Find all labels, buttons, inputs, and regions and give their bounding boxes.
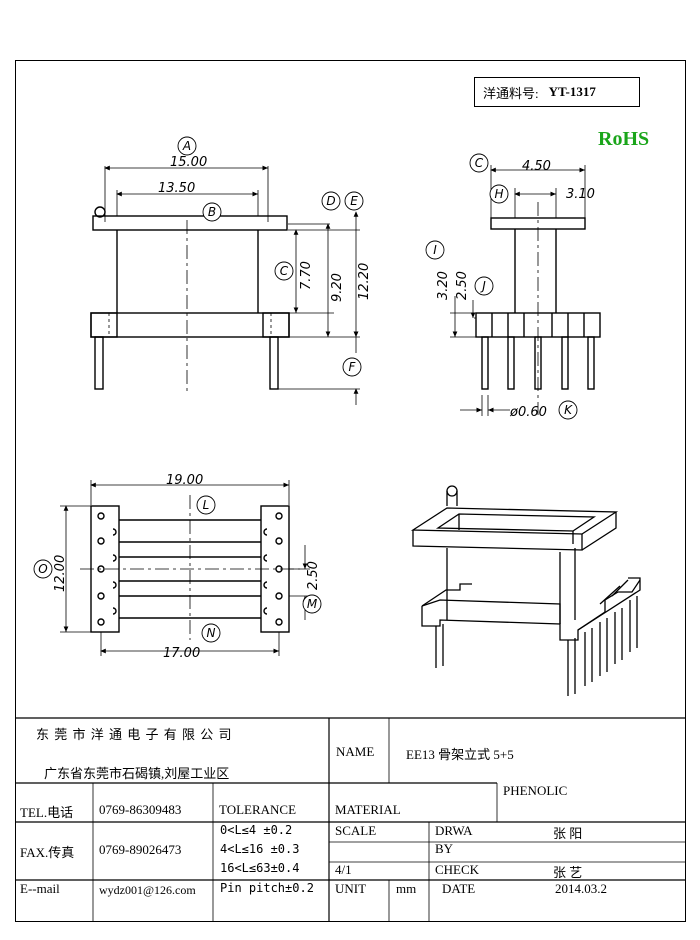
- bubble-e-letter: E: [350, 194, 358, 208]
- dim-l-text: 19.00: [166, 473, 203, 488]
- unit-value: mm: [396, 881, 417, 896]
- scale-value: 4/1: [335, 862, 352, 877]
- dim-m-text: 2.50: [306, 561, 321, 590]
- drawing-frame: [15, 60, 686, 922]
- rohs-mark: RoHS: [598, 128, 650, 150]
- side-view-labels: 4.50 3.10 3.20 2.50 ø0.60: [436, 159, 595, 420]
- fax-label: FAX.传真: [20, 845, 75, 860]
- bubble-o: [33, 559, 53, 579]
- bubble-h: [489, 184, 509, 204]
- drawn-by-value: 张 阳: [553, 826, 583, 841]
- dim-k-text: ø0.60: [509, 405, 547, 420]
- dim-b-text: 13.50: [158, 181, 195, 196]
- dim-i-text: 3.20: [436, 271, 451, 300]
- material-value: PHENOLIC: [503, 783, 568, 798]
- tolerance-row-1: 0<L≤4 ±0.2: [220, 823, 293, 837]
- dim-c-text: 7.70: [299, 261, 314, 290]
- bubble-f-letter: F: [349, 360, 357, 374]
- bubble-n: [201, 623, 221, 643]
- bubble-l-letter: L: [203, 498, 210, 512]
- bubble-a: [177, 136, 197, 156]
- check-label: CHECK: [435, 862, 480, 877]
- dim-a-text: 15.00: [170, 155, 207, 170]
- front-view-labels: 15.00 13.50 7.70 9.20 12.20: [158, 155, 372, 302]
- scale-label: SCALE: [335, 823, 377, 838]
- bubble-m: [302, 594, 322, 614]
- dimension-bubbles: [33, 136, 578, 643]
- dim-c-width-text: 4.50: [522, 159, 551, 174]
- bottom-view-labels: 19.00 12.00 2.50 17.00: [53, 473, 321, 661]
- bubble-b: [202, 202, 222, 222]
- name-value: EE13 骨架立式 5+5: [406, 747, 514, 762]
- name-label: NAME: [336, 744, 375, 759]
- bubble-c2-letter: C: [475, 156, 484, 170]
- bubble-c-letter: C: [280, 264, 289, 278]
- material-label: MATERIAL: [335, 802, 401, 817]
- tolerance-row-3: 16<L≤63±0.4: [220, 861, 300, 875]
- bubble-b-letter: B: [208, 205, 216, 219]
- part-number-box: 洋通料号: YT-1317: [474, 77, 640, 107]
- bubble-d-letter: D: [326, 194, 335, 208]
- bubble-i: [425, 240, 445, 260]
- company-name: 东 莞 市 洋 通 电 子 有 限 公 司: [36, 727, 233, 742]
- bubble-k-letter: K: [564, 403, 573, 417]
- tolerance-label: TOLERANCE: [219, 802, 297, 817]
- dim-h-width-text: 3.10: [566, 187, 595, 202]
- bubble-g: [469, 153, 489, 173]
- check-value: 张 艺: [553, 865, 583, 880]
- dim-o-text: 12.00: [53, 555, 68, 592]
- bubble-j-letter: J: [480, 279, 486, 293]
- tel-value: 0769-86309483: [99, 802, 182, 817]
- date-value: 2014.03.2: [555, 881, 607, 896]
- bubble-h-letter: H: [494, 187, 503, 201]
- tolerance-row-2: 4<L≤16 ±0.3: [220, 842, 300, 856]
- front-view: [90, 165, 360, 405]
- date-label: DATE: [442, 881, 476, 896]
- dim-total-h2-text: 12.20: [357, 263, 372, 300]
- bubble-k: [558, 400, 578, 420]
- drawn-label-line-1: DRWA: [435, 823, 473, 838]
- dim-n-text: 17.00: [163, 646, 200, 661]
- bubble-e: [344, 191, 364, 211]
- tel-label: TEL.电话: [20, 805, 74, 820]
- tolerance-row-4: Pin pitch±0.2: [220, 881, 314, 895]
- bubble-f: [342, 357, 362, 377]
- email-value: wydz001@126.com: [99, 883, 196, 897]
- bubble-o-letter: O: [38, 562, 47, 576]
- drawn-label-line-2: BY: [435, 841, 454, 856]
- part-number-label: 洋通料号:: [483, 85, 539, 101]
- bubble-n-letter: N: [207, 626, 216, 640]
- email-label: E--mail: [20, 881, 60, 896]
- bubble-m-letter: M: [307, 597, 318, 611]
- bubble-d: [321, 191, 341, 211]
- bubble-i-letter: I: [433, 243, 437, 257]
- dim-total-h-text: 9.20: [330, 273, 345, 302]
- unit-label: UNIT: [335, 881, 367, 896]
- bubble-c: [274, 261, 294, 281]
- side-view: [450, 165, 601, 416]
- part-number-value: YT-1317: [548, 84, 596, 99]
- fax-value: 0769-89026473: [99, 842, 182, 857]
- title-block-grid: [15, 717, 686, 922]
- dimension-bubble-letters: A B C D E F C H I J K L M N O: [38, 139, 573, 640]
- company-address: 广东省东莞市石碣镇,刘屋工业区: [44, 766, 230, 781]
- isometric-view: [410, 485, 641, 696]
- bubble-j: [474, 276, 494, 296]
- bottom-view: [60, 480, 310, 656]
- bubble-l: [196, 495, 216, 515]
- dim-j-text: 2.50: [455, 271, 470, 300]
- bubble-a-letter: A: [182, 139, 191, 153]
